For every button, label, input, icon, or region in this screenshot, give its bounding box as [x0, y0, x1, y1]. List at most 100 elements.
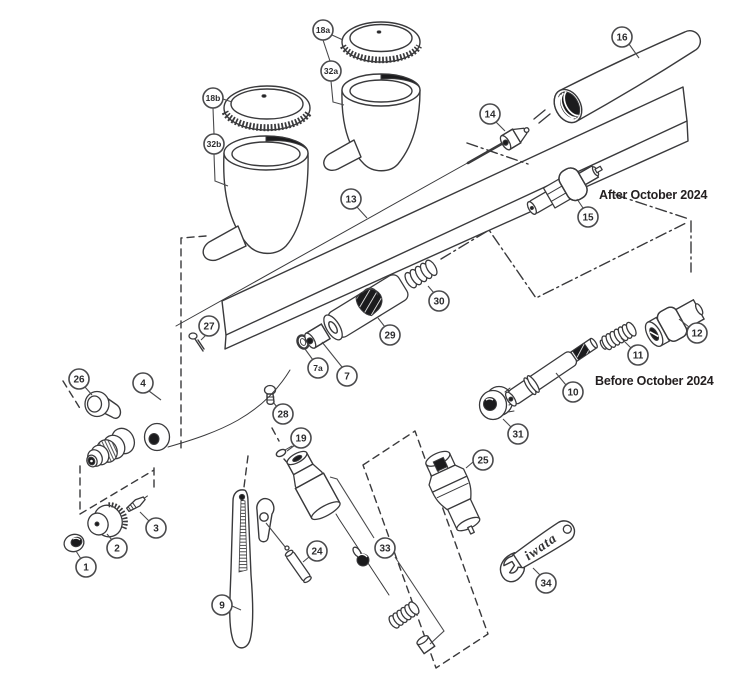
part-31	[478, 385, 516, 421]
body-valve-housing	[286, 450, 341, 521]
svg-text:7: 7	[344, 372, 350, 383]
svg-text:10: 10	[567, 388, 579, 399]
callout-28: 28	[272, 401, 294, 425]
part-19	[275, 445, 293, 458]
dashed-link-valve	[243, 427, 292, 488]
part-2	[87, 502, 128, 538]
callout-12: 12	[678, 318, 708, 344]
callout-27: 27	[198, 315, 220, 341]
guide-frames	[62, 86, 692, 669]
callout-7: 7	[321, 341, 358, 387]
callout-brackets	[212, 39, 445, 645]
callout-18a: 18a	[312, 19, 344, 41]
part-wrench: iwata	[499, 520, 576, 583]
svg-text:28: 28	[277, 410, 289, 421]
dashed-frame-cup-spout	[180, 235, 207, 453]
part-28-screw	[263, 384, 277, 406]
callout-32a: 32a	[320, 60, 342, 82]
break-marks	[533, 109, 551, 124]
callout-24: 24	[302, 540, 328, 563]
part-lid-18b	[221, 85, 313, 132]
callout-2: 2	[106, 533, 128, 559]
label-before-october: Before October 2024	[595, 374, 714, 388]
callout-9: 9	[211, 594, 242, 616]
callouts: 1 2 3 4 7 7a 9 10 11 12 13 14 15 16 18a …	[68, 19, 708, 616]
svg-text:18a: 18a	[316, 25, 330, 35]
part-handle	[553, 30, 701, 124]
part-27-screw	[188, 332, 205, 352]
svg-text:13: 13	[345, 195, 357, 206]
body-nozzle-stack	[86, 427, 136, 468]
svg-text:4: 4	[140, 379, 146, 390]
callout-1: 1	[75, 550, 97, 578]
callout-30: 30	[427, 285, 450, 312]
axis-line-before-frame	[440, 220, 692, 299]
svg-text:1: 1	[83, 563, 89, 574]
callout-15: 15	[576, 198, 599, 228]
svg-text:32b: 32b	[207, 139, 222, 149]
part-needle	[175, 140, 507, 327]
part-26	[84, 390, 122, 419]
callout-11: 11	[620, 337, 649, 366]
part-33-set	[335, 513, 436, 655]
part-lid-18a	[340, 21, 422, 64]
svg-text:25: 25	[477, 456, 489, 467]
callout-16: 16	[611, 26, 640, 59]
svg-text:11: 11	[633, 351, 644, 362]
part-25-air-valve	[425, 450, 481, 535]
part-24-rod	[284, 545, 312, 584]
svg-text:29: 29	[384, 331, 396, 342]
dashed-frame-front-left	[62, 380, 155, 515]
callout-7a: 7a	[304, 348, 329, 379]
svg-text:33: 33	[379, 544, 391, 555]
svg-text:3: 3	[153, 524, 159, 535]
part-cup-32b	[202, 135, 309, 262]
svg-text:18b: 18b	[206, 93, 221, 103]
svg-text:32a: 32a	[324, 66, 338, 76]
part-trigger	[229, 489, 254, 649]
part-3	[126, 495, 148, 513]
callout-10: 10	[555, 372, 584, 403]
callout-19: 19	[286, 427, 312, 452]
svg-text:12: 12	[691, 329, 703, 340]
axis-line-15	[466, 142, 690, 220]
part-body	[86, 369, 341, 521]
cup-32a-spout	[323, 139, 362, 172]
svg-text:34: 34	[540, 579, 552, 590]
callout-34: 34	[532, 567, 557, 594]
dashed-frame-33	[362, 430, 489, 669]
svg-text:27: 27	[203, 322, 215, 333]
part-1	[63, 533, 85, 553]
svg-text:26: 26	[73, 375, 85, 386]
svg-text:19: 19	[295, 434, 307, 445]
svg-text:7a: 7a	[313, 363, 323, 373]
callout-25: 25	[465, 449, 494, 471]
svg-text:16: 16	[616, 33, 628, 44]
svg-text:30: 30	[433, 297, 445, 308]
needle-box-lower	[224, 120, 689, 350]
label-after-october: After October 2024	[599, 188, 707, 202]
svg-text:15: 15	[582, 213, 594, 224]
callout-3: 3	[139, 511, 167, 539]
part-11-spring	[599, 321, 637, 351]
callout-14: 14	[479, 103, 506, 132]
callout-31: 31	[502, 418, 529, 445]
svg-text:31: 31	[512, 430, 524, 441]
callout-13: 13	[340, 188, 368, 219]
callout-4: 4	[132, 372, 162, 401]
callout-33: 33	[374, 537, 396, 559]
callout-32b: 32b	[203, 133, 225, 155]
svg-text:24: 24	[311, 547, 323, 558]
part-29	[323, 274, 409, 341]
part-14	[499, 127, 530, 151]
part-cup-32a	[323, 73, 421, 172]
svg-text:2: 2	[114, 544, 120, 555]
part-lever-arm	[256, 497, 287, 549]
part-10	[504, 337, 598, 407]
part-15	[526, 165, 603, 215]
callout-18b: 18b	[202, 87, 233, 109]
cup-32b-spout	[202, 225, 247, 262]
svg-text:14: 14	[484, 110, 496, 121]
